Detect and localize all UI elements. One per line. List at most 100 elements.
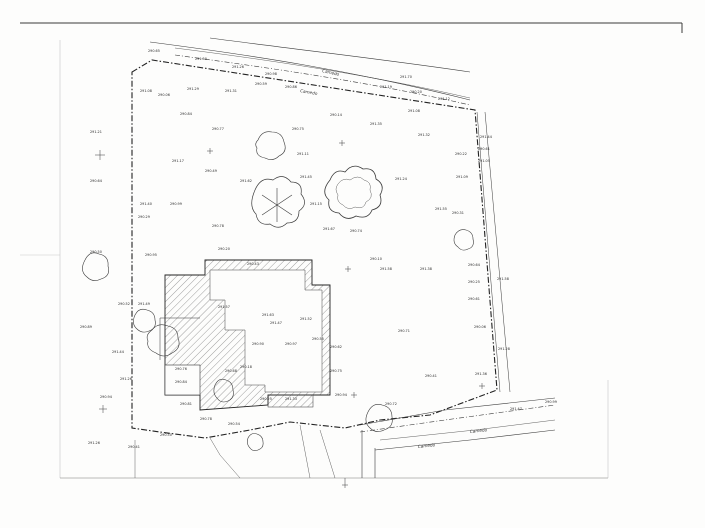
- elevation-point: 291.70: [400, 75, 412, 79]
- elevation-point: 291.17: [172, 159, 184, 163]
- elevation-point: 290.61: [468, 297, 480, 301]
- elevation-point: 291.11: [297, 152, 309, 156]
- tree-medium-6: [365, 404, 393, 432]
- elevation-point: 291.32: [418, 133, 430, 137]
- elevation-point: 291.57: [218, 305, 230, 309]
- elevation-point: 291.67: [323, 227, 335, 231]
- elevation-point: 291.24: [395, 177, 407, 181]
- elevation-point: 290.76: [175, 367, 187, 371]
- survey-markers: [95, 140, 485, 413]
- elevation-point: 291.50: [195, 57, 207, 61]
- elevation-point: 290.81: [180, 402, 192, 406]
- elevation-point: 291.47: [270, 321, 282, 325]
- road-label-top-2: Camedo: [300, 88, 318, 96]
- elevation-point: 291.15: [310, 202, 322, 206]
- tree-large-2: [251, 176, 305, 228]
- elevation-point: 290.68: [225, 369, 237, 373]
- tree-medium-7: [247, 433, 264, 451]
- elevation-point: 290.94: [100, 395, 112, 399]
- tree-large-1: [324, 165, 383, 219]
- tree-medium-4: [146, 324, 180, 357]
- elevation-point: 291.55: [435, 207, 447, 211]
- elevation-point: 290.90: [252, 342, 264, 346]
- elevation-point: 290.50: [90, 250, 102, 254]
- elevation-point: 290.99: [545, 400, 557, 404]
- elevation-point: 291.36: [475, 372, 487, 376]
- elevation-point: 291.29: [187, 87, 199, 91]
- tree-medium-1: [255, 131, 286, 160]
- elevation-point: 290.43: [247, 262, 259, 266]
- elevation-point: 290.62: [330, 345, 342, 349]
- road-label-bottom-1: Camedo: [470, 427, 488, 434]
- elevation-point: 290.78: [200, 417, 212, 421]
- elevation-point: 290.18: [240, 365, 252, 369]
- elevation-point: 290.71: [398, 329, 410, 333]
- elevation-point: 290.41: [128, 445, 140, 449]
- right-strip: [476, 111, 511, 393]
- building-footprint: [159, 259, 331, 411]
- elevation-point: 291.44: [480, 135, 492, 139]
- elevation-point: 290.06: [158, 93, 170, 97]
- elevation-point: 290.49: [205, 169, 217, 173]
- elevation-point: 291.31: [225, 89, 237, 93]
- elevation-point: 291.28: [498, 347, 510, 351]
- elevation-point: 291.09: [456, 175, 468, 179]
- elevation-point: 290.86: [285, 85, 297, 89]
- elevation-point: 290.94: [335, 393, 347, 397]
- road-bottom: [134, 397, 556, 479]
- elevation-point: 290.20: [218, 247, 230, 251]
- elevation-point: 290.98: [265, 72, 277, 76]
- elevation-point: 291.49: [138, 302, 150, 306]
- tree-medium-2: [82, 252, 109, 281]
- elevation-point: 290.25: [468, 280, 480, 284]
- elevation-point: 290.52: [118, 302, 130, 306]
- elevation-point: 291.40: [140, 202, 152, 206]
- elevation-point: 291.58: [380, 267, 392, 271]
- elevation-point: 290.74: [350, 229, 362, 233]
- elevation-point: 290.55: [312, 337, 324, 341]
- road-top: [149, 37, 471, 106]
- elevation-point: 291.35: [370, 122, 382, 126]
- elevation-point: 290.50: [160, 433, 172, 437]
- elevation-point: 291.62: [240, 179, 252, 183]
- road-label-bottom-2: Camedo: [418, 442, 436, 449]
- elevation-point: 291.08: [140, 89, 152, 93]
- elevation-point: 290.97: [285, 342, 297, 346]
- elevation-point: 291.38: [420, 267, 432, 271]
- elevation-point: 291.45: [300, 175, 312, 179]
- elevation-point: 290.64: [468, 263, 480, 267]
- elevation-point: 290.10: [370, 257, 382, 261]
- tree-symbols: [82, 131, 474, 451]
- elevation-point: 290.72: [385, 402, 397, 406]
- elevation-point: 291.08: [408, 109, 420, 113]
- elevation-point: 291.63: [262, 313, 274, 317]
- elevation-point: 290.84: [175, 380, 187, 384]
- elevation-point: 290.31: [452, 211, 464, 215]
- elevation-point: 291.12: [438, 97, 450, 101]
- elevation-point: 290.77: [212, 127, 224, 131]
- elevation-point: 291.47: [510, 407, 522, 411]
- elevation-point: 290.75: [292, 127, 304, 131]
- elevation-point: 291.26: [232, 65, 244, 69]
- elevation-point: 291.19: [380, 85, 392, 89]
- elevation-point: 290.14: [330, 113, 342, 117]
- elevation-point: 290.99: [170, 202, 182, 206]
- elevation-point: 290.59: [255, 82, 267, 86]
- elevation-point: 290.25: [260, 397, 272, 401]
- elevation-point: 291.58: [497, 277, 509, 281]
- elevation-point: 291.26: [120, 377, 132, 381]
- elevation-point: 290.61: [478, 147, 490, 151]
- tree-medium-8: [213, 378, 234, 403]
- elevation-point: 290.89: [80, 325, 92, 329]
- elevation-point: 291.21: [90, 130, 102, 134]
- tree-medium-3: [133, 308, 156, 333]
- elevation-point: 290.65: [148, 49, 160, 53]
- property-boundary: [131, 59, 498, 439]
- elevation-point: 291.05: [478, 159, 490, 163]
- elevation-point: 290.54: [228, 422, 240, 426]
- elevation-point: 290.41: [425, 374, 437, 378]
- elevation-point: 291.44: [112, 350, 124, 354]
- elevation-point: 290.22: [455, 152, 467, 156]
